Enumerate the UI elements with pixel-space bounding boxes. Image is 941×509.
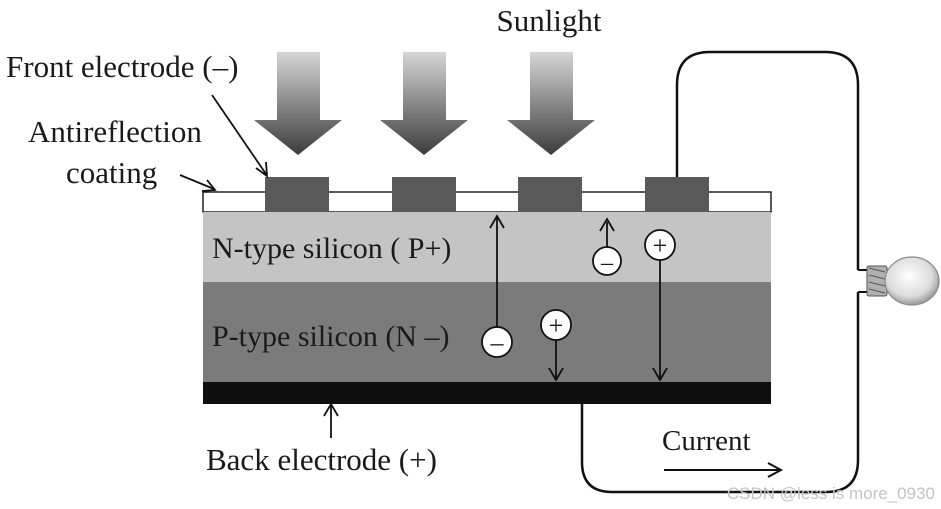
charge-electron-2: – xyxy=(592,246,622,276)
light-bulb-icon xyxy=(858,256,940,306)
n-type-label: N-type silicon ( P+) xyxy=(212,232,451,265)
front-electrode-label: Front electrode (–) xyxy=(6,49,238,84)
current-label: Current xyxy=(662,425,751,457)
external-circuit-wire xyxy=(675,50,860,270)
n-type-silicon-layer xyxy=(203,212,771,282)
antireflection-leader xyxy=(179,174,215,190)
svg-text:+: + xyxy=(549,311,564,340)
front-electrode-3 xyxy=(518,177,582,212)
back-electrode-label: Back electrode (+) xyxy=(206,442,437,477)
back-electrode-layer xyxy=(203,382,771,404)
external-circuit-wire-lower xyxy=(580,292,860,494)
front-electrode-2 xyxy=(392,177,456,212)
front-electrode-1 xyxy=(265,177,329,212)
label-leaders xyxy=(179,94,784,478)
sunlight-arrows xyxy=(254,52,595,155)
p-type-label: P-type silicon (N –) xyxy=(212,320,449,353)
antireflection-label-line2: coating xyxy=(66,155,157,190)
charge-hole-1: + xyxy=(540,309,572,341)
charge-hole-2: + xyxy=(644,229,676,261)
carrier-arrows xyxy=(489,214,668,382)
sunlight-arrow-1 xyxy=(254,52,342,155)
sunlight-arrow-3 xyxy=(507,52,595,155)
front-electrode-4 xyxy=(645,177,709,212)
antireflection-label-line1: Antireflection xyxy=(28,114,202,149)
front-electrodes xyxy=(265,177,709,212)
charge-electron-1: – xyxy=(481,326,513,358)
svg-text:+: + xyxy=(653,231,668,260)
watermark: CSDN @less is more_0930 xyxy=(727,484,935,503)
sunlight-arrow-2 xyxy=(380,52,468,155)
front-electrode-leader xyxy=(211,94,267,175)
sunlight-label: Sunlight xyxy=(496,3,601,38)
svg-text:–: – xyxy=(600,250,614,276)
svg-text:–: – xyxy=(490,328,505,357)
